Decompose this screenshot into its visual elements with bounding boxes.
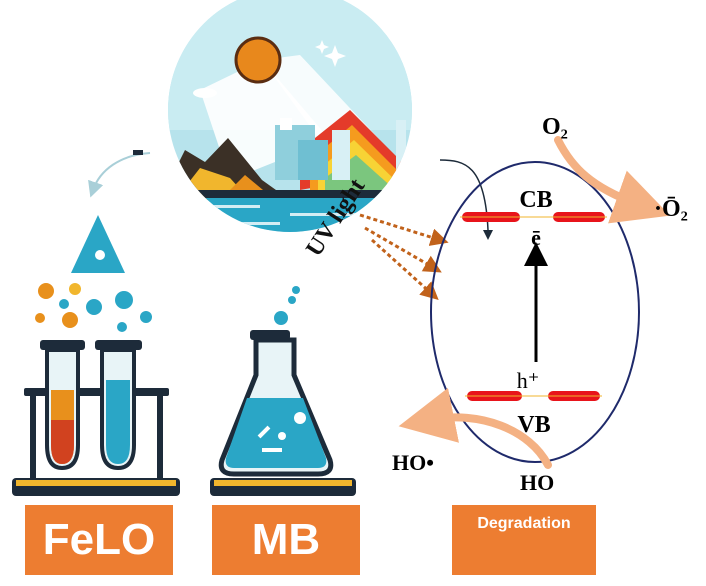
reduction-arrow <box>554 136 671 224</box>
mb-label-box: MB <box>212 505 360 575</box>
oxidation-arrow <box>398 387 552 469</box>
landscape-illustration <box>168 0 412 232</box>
felo-label: FeLO <box>42 515 156 564</box>
felo-label-box: FeLO <box>25 505 173 575</box>
degradation-label-box: Degradation <box>452 505 596 575</box>
test-tube-rack <box>12 340 180 496</box>
cloud-icon <box>193 88 217 98</box>
superoxide-label: ·Ō₂ <box>654 196 688 222</box>
conduction-band <box>460 212 607 222</box>
cb-label: CB <box>519 187 552 213</box>
photocatalyst-particle <box>430 161 640 463</box>
flask-triangle-icon <box>71 215 125 273</box>
ho-radical-label: HO• <box>392 450 434 475</box>
uv-rays <box>359 213 449 301</box>
mb-label: MB <box>251 515 321 564</box>
bubbles <box>35 283 300 332</box>
return-arrow <box>88 152 151 198</box>
connector-arrow <box>439 159 489 231</box>
hole-label: h⁺ <box>517 368 540 393</box>
o2-label: O₂ <box>542 114 568 140</box>
sparkle-icon <box>324 45 346 67</box>
degradation-label: Degradation <box>477 515 571 532</box>
ho-label: HO <box>520 470 554 495</box>
erlenmeyer-flask <box>210 330 356 496</box>
valence-band <box>465 391 602 401</box>
electron-label: ē <box>531 225 541 250</box>
